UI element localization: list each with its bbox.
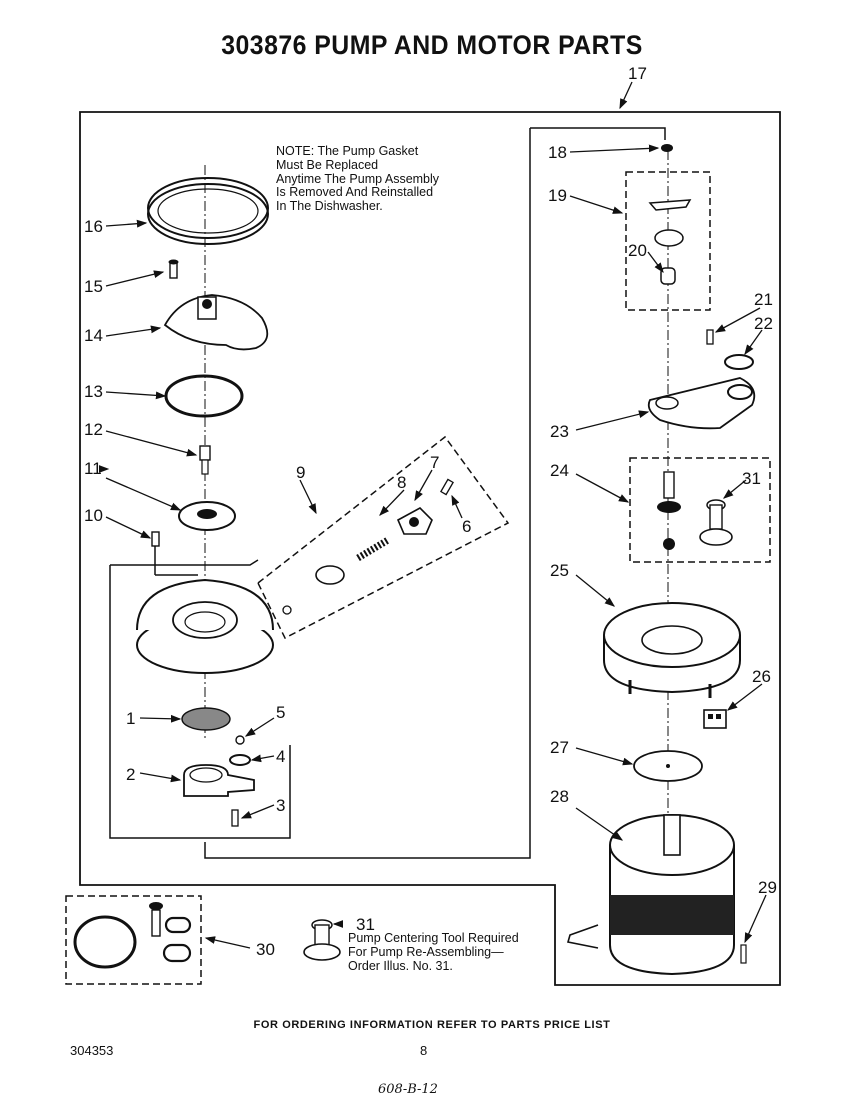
note-line: In The Dishwasher.: [276, 199, 383, 214]
part-26-connector-block: [703, 709, 727, 729]
part-7-valve-cover: [396, 507, 433, 535]
callout-9: 9: [296, 463, 305, 482]
callout-19: 19: [548, 186, 567, 205]
note-line: Must Be Replaced: [276, 157, 379, 172]
part-4-o-ring: [229, 754, 251, 766]
tool-note-line: For Pump Re-Assembling—: [348, 944, 504, 959]
part-11-impeller: [178, 501, 236, 531]
callout-15: 15: [84, 277, 103, 296]
callout-26: 26: [752, 667, 771, 686]
ordering-footer: FOR ORDERING INFORMATION REFER TO PARTS …: [253, 1019, 611, 1031]
subassembly-19-dashed: [625, 171, 711, 311]
part-12-impeller-screw: [199, 445, 211, 475]
callout-10: 10: [84, 506, 103, 525]
callout-18: 18: [548, 143, 567, 162]
note-line: Anytime The Pump Assembly: [276, 171, 440, 186]
callout-31-lower: 31: [356, 915, 375, 934]
part-27-slinger-disc: [633, 750, 703, 782]
callout-29: 29: [758, 878, 777, 897]
part-28-motor: [566, 814, 735, 976]
callout-11: 11: [84, 459, 102, 478]
part-14-pump-cover: [163, 294, 269, 351]
callout-8: 8: [397, 473, 406, 492]
callout-31-upper: 31: [742, 469, 761, 488]
part-5-check-ball: [235, 735, 245, 745]
callout-2: 2: [126, 765, 135, 784]
assembly-17-boundary: [79, 111, 781, 986]
service-kit-30-dashed: [65, 895, 202, 985]
callout-16: 16: [84, 217, 103, 236]
callout-30: 30: [256, 940, 275, 959]
part-23-mounting-plate: [647, 377, 756, 430]
callout-7: 7: [430, 453, 439, 472]
page-title: 303876 PUMP AND MOTOR PARTS: [221, 30, 643, 60]
part-30-service-kit: [73, 902, 192, 969]
part-24-coupling: [657, 471, 681, 550]
centering-tool-note: Pump Centering Tool Required For Pump Re…: [348, 931, 558, 973]
motor-link-line: [204, 127, 666, 859]
part-8-valve-spring: [282, 536, 390, 615]
part-18-nut: [661, 144, 673, 152]
part-2-housing-base: [183, 764, 255, 797]
callout-21: 21: [754, 290, 773, 309]
callout-28: 28: [550, 787, 569, 806]
part-6-screw: [440, 478, 454, 496]
tool-note-line: Order Illus. No. 31.: [348, 958, 453, 973]
callout-12: 12: [84, 420, 103, 439]
part-19-governor: [648, 199, 692, 247]
callout-5: 5: [276, 703, 285, 722]
callout-20: 20: [628, 241, 647, 260]
part-22-o-ring: [724, 354, 754, 370]
part-25-motor-mount: [603, 602, 741, 698]
callout-3: 3: [276, 796, 285, 815]
callout-1: 1: [126, 709, 135, 728]
handwritten-code: 608-B-12: [378, 1082, 438, 1097]
pump-housing-box: [109, 559, 291, 839]
part-16-pump-gasket: [147, 177, 269, 245]
pump-gasket-note: NOTE: The Pump Gasket Must Be Replaced A…: [276, 144, 491, 214]
part-13-seal-ring: [164, 374, 244, 418]
subassembly-24-dashed: [629, 457, 771, 563]
document-number: 304353: [70, 1043, 114, 1058]
tool-note-line: Pump Centering Tool Required: [348, 931, 519, 945]
part-10-screw: [151, 531, 160, 547]
part-21-screw: [706, 329, 714, 345]
page-number: 8: [420, 1043, 428, 1058]
callout-17: 17: [628, 64, 647, 83]
callout-27: 27: [550, 738, 569, 757]
callout-4: 4: [276, 747, 285, 766]
callout-22: 22: [754, 314, 773, 333]
part-3-screw: [231, 809, 239, 827]
note-line: NOTE: The Pump Gasket: [276, 144, 419, 158]
part-29-screw: [740, 944, 747, 964]
part-31-centering-tool-bottom: [303, 919, 341, 961]
callout-14: 14: [84, 326, 103, 345]
part-31-centering-tool: [699, 499, 733, 546]
callout-25: 25: [550, 561, 569, 580]
part-15-screw: [168, 259, 179, 279]
callout-24: 24: [550, 461, 569, 480]
part-1-filter-screen: [181, 707, 231, 731]
subassembly-9-dashed: [257, 435, 510, 640]
callout-6: 6: [462, 517, 471, 536]
part-20-bushing: [660, 267, 676, 285]
callout-23: 23: [550, 422, 569, 441]
pump-housing: [136, 578, 274, 674]
callout-13: 13: [84, 382, 103, 401]
note-line: Is Removed And Reinstalled: [276, 185, 434, 200]
